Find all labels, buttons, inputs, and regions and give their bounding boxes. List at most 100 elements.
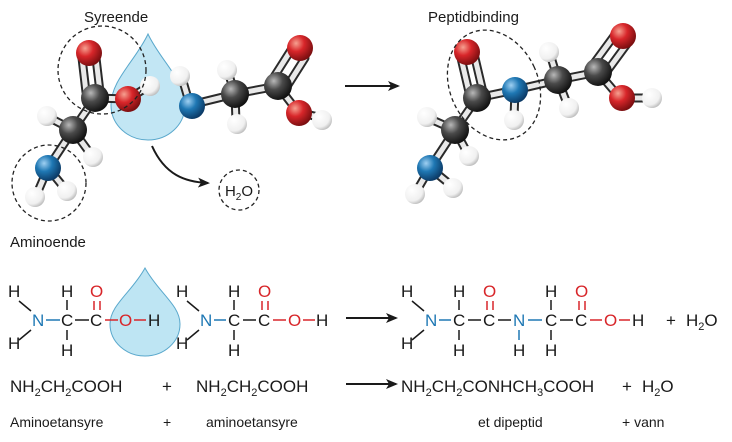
m1-h-c-bottom: H — [61, 341, 73, 360]
amino-end-circle — [11, 144, 87, 222]
dp-o-hydroxyl: O — [604, 311, 617, 330]
m2-h-bottom-left: H — [176, 334, 188, 353]
atom-h-alpha2 — [83, 147, 103, 167]
m1-h-bottom-left: H — [8, 334, 20, 353]
name-reactant-2: aminoetansyre — [206, 414, 298, 430]
atom-o-hydroxyl — [115, 86, 141, 112]
dp-atom-c-carbonyl — [463, 84, 491, 112]
m1-h-c-top: H — [61, 282, 73, 301]
middle-water: H2O — [686, 311, 718, 333]
m2-c1: C — [228, 311, 240, 330]
dp-atom-n-peptide — [502, 77, 528, 103]
dp-c4: C — [575, 311, 587, 330]
eq-product: NH2CH2CONHCH3COOH — [401, 377, 594, 399]
atom-h-hydroxyl — [140, 76, 160, 96]
dp-h-c3-bottom: H — [545, 341, 557, 360]
name-product: et dipeptid — [478, 414, 543, 430]
water-circle — [218, 169, 260, 211]
atom-c-carboxyl — [81, 84, 109, 112]
dp-atom-o-hydroxyl — [609, 85, 635, 111]
dp-atom-h-alpha2a — [539, 42, 559, 62]
condensed-equation-row: NH2CH2COOH + NH2CH2COOH NH2CH2CONHCH3COO… — [10, 377, 674, 430]
m1-o-hydroxyl: O — [119, 311, 132, 330]
glycine-molecule-right — [170, 35, 332, 134]
atom-c-alpha — [59, 116, 87, 144]
peptide-bond-circle — [446, 29, 542, 141]
dp-atom-c-carboxyl — [584, 58, 612, 86]
atom-o2-double — [287, 35, 313, 61]
dp-h-c1-top: H — [453, 282, 465, 301]
dp-atom-c-alpha1 — [441, 116, 469, 144]
dp-atom-h-hydroxyl — [642, 88, 662, 108]
dp-atom-o-double-1 — [454, 39, 480, 65]
eq-plus-1: + — [162, 377, 172, 396]
m2-h-hydroxyl: H — [316, 311, 328, 330]
atom-h2-hydroxyl — [312, 110, 332, 130]
dp-n1: N — [425, 311, 437, 330]
m2-o-double: O — [258, 282, 271, 301]
acid-end-circle — [57, 25, 147, 115]
dp-h-bottom-left: H — [401, 334, 413, 353]
dp-atom-n-amino — [417, 155, 443, 181]
eq-plus-2: + — [622, 377, 632, 396]
atom-h-alpha1 — [37, 106, 57, 126]
atom-h-amino1 — [25, 187, 45, 207]
dp-atom-h-amino2 — [443, 178, 463, 198]
dp-h-n2: H — [513, 341, 525, 360]
middle-plus: + — [666, 311, 676, 330]
acid-end-label: Syreende — [84, 9, 148, 26]
water-drop-middle — [109, 266, 181, 357]
m1-o-double: O — [90, 282, 103, 301]
peptide-bond-label: Peptidbinding — [428, 9, 519, 26]
dp-atom-h-alpha2b — [559, 98, 579, 118]
eq-reactant-1: NH2CH2COOH — [10, 377, 122, 399]
m2-o-hydroxyl: O — [288, 311, 301, 330]
dp-c2: C — [483, 311, 495, 330]
dp-o-double-2: O — [575, 282, 588, 301]
name-plus: + — [163, 414, 171, 430]
structural-formula-row: H H N H C H O C O H H H N H C H O C — [8, 266, 718, 360]
dp-atom-o-double-2 — [610, 23, 636, 49]
dp-h-c3-top: H — [545, 282, 557, 301]
atom-o2-hydroxyl — [286, 100, 312, 126]
m1-h-top-left: H — [8, 282, 20, 301]
dp-atom-h-alpha1b — [459, 146, 479, 166]
atom-h-c2-bottom — [227, 114, 247, 134]
dp-h-hydroxyl: H — [632, 311, 644, 330]
m1-c1: C — [61, 311, 73, 330]
water-release-arrow — [151, 145, 210, 188]
eq-water: H2O — [642, 377, 674, 399]
dp-h-c1-bottom: H — [453, 341, 465, 360]
water-circle-label: H2O — [225, 183, 253, 203]
atom-h-amino2 — [57, 181, 77, 201]
m2-h-top-left: H — [176, 282, 188, 301]
atom-h-n2 — [170, 66, 190, 86]
atom-c2-alpha — [221, 80, 249, 108]
atom-c2-carboxyl — [264, 72, 292, 100]
amino-end-label: Aminoende — [10, 234, 86, 251]
dp-atom-h-peptide — [504, 110, 524, 130]
atom-n-amino — [35, 155, 61, 181]
m1-c2: C — [90, 311, 102, 330]
dp-atom-h-alpha1 — [417, 107, 437, 127]
dp-h-top-left: H — [401, 282, 413, 301]
dp-atom-c-alpha2 — [544, 66, 572, 94]
glycine-molecule-left — [11, 25, 186, 222]
name-reactant-1: Aminoetansyre — [10, 414, 104, 430]
m2-c2: C — [258, 311, 270, 330]
m1-n: N — [32, 311, 44, 330]
dp-n2: N — [513, 311, 525, 330]
dipeptide-molecule — [405, 23, 662, 204]
atom-h-c2-top — [217, 60, 237, 80]
dp-atom-h-amino1 — [405, 184, 425, 204]
dp-c3: C — [545, 311, 557, 330]
m1-h-hydroxyl: H — [148, 311, 160, 330]
atom-o-double — [76, 40, 102, 66]
m2-h-c-bottom: H — [228, 341, 240, 360]
dp-c1: C — [453, 311, 465, 330]
name-water: + vann — [622, 414, 664, 430]
dp-o-double-1: O — [483, 282, 496, 301]
atom-n2 — [179, 93, 205, 119]
